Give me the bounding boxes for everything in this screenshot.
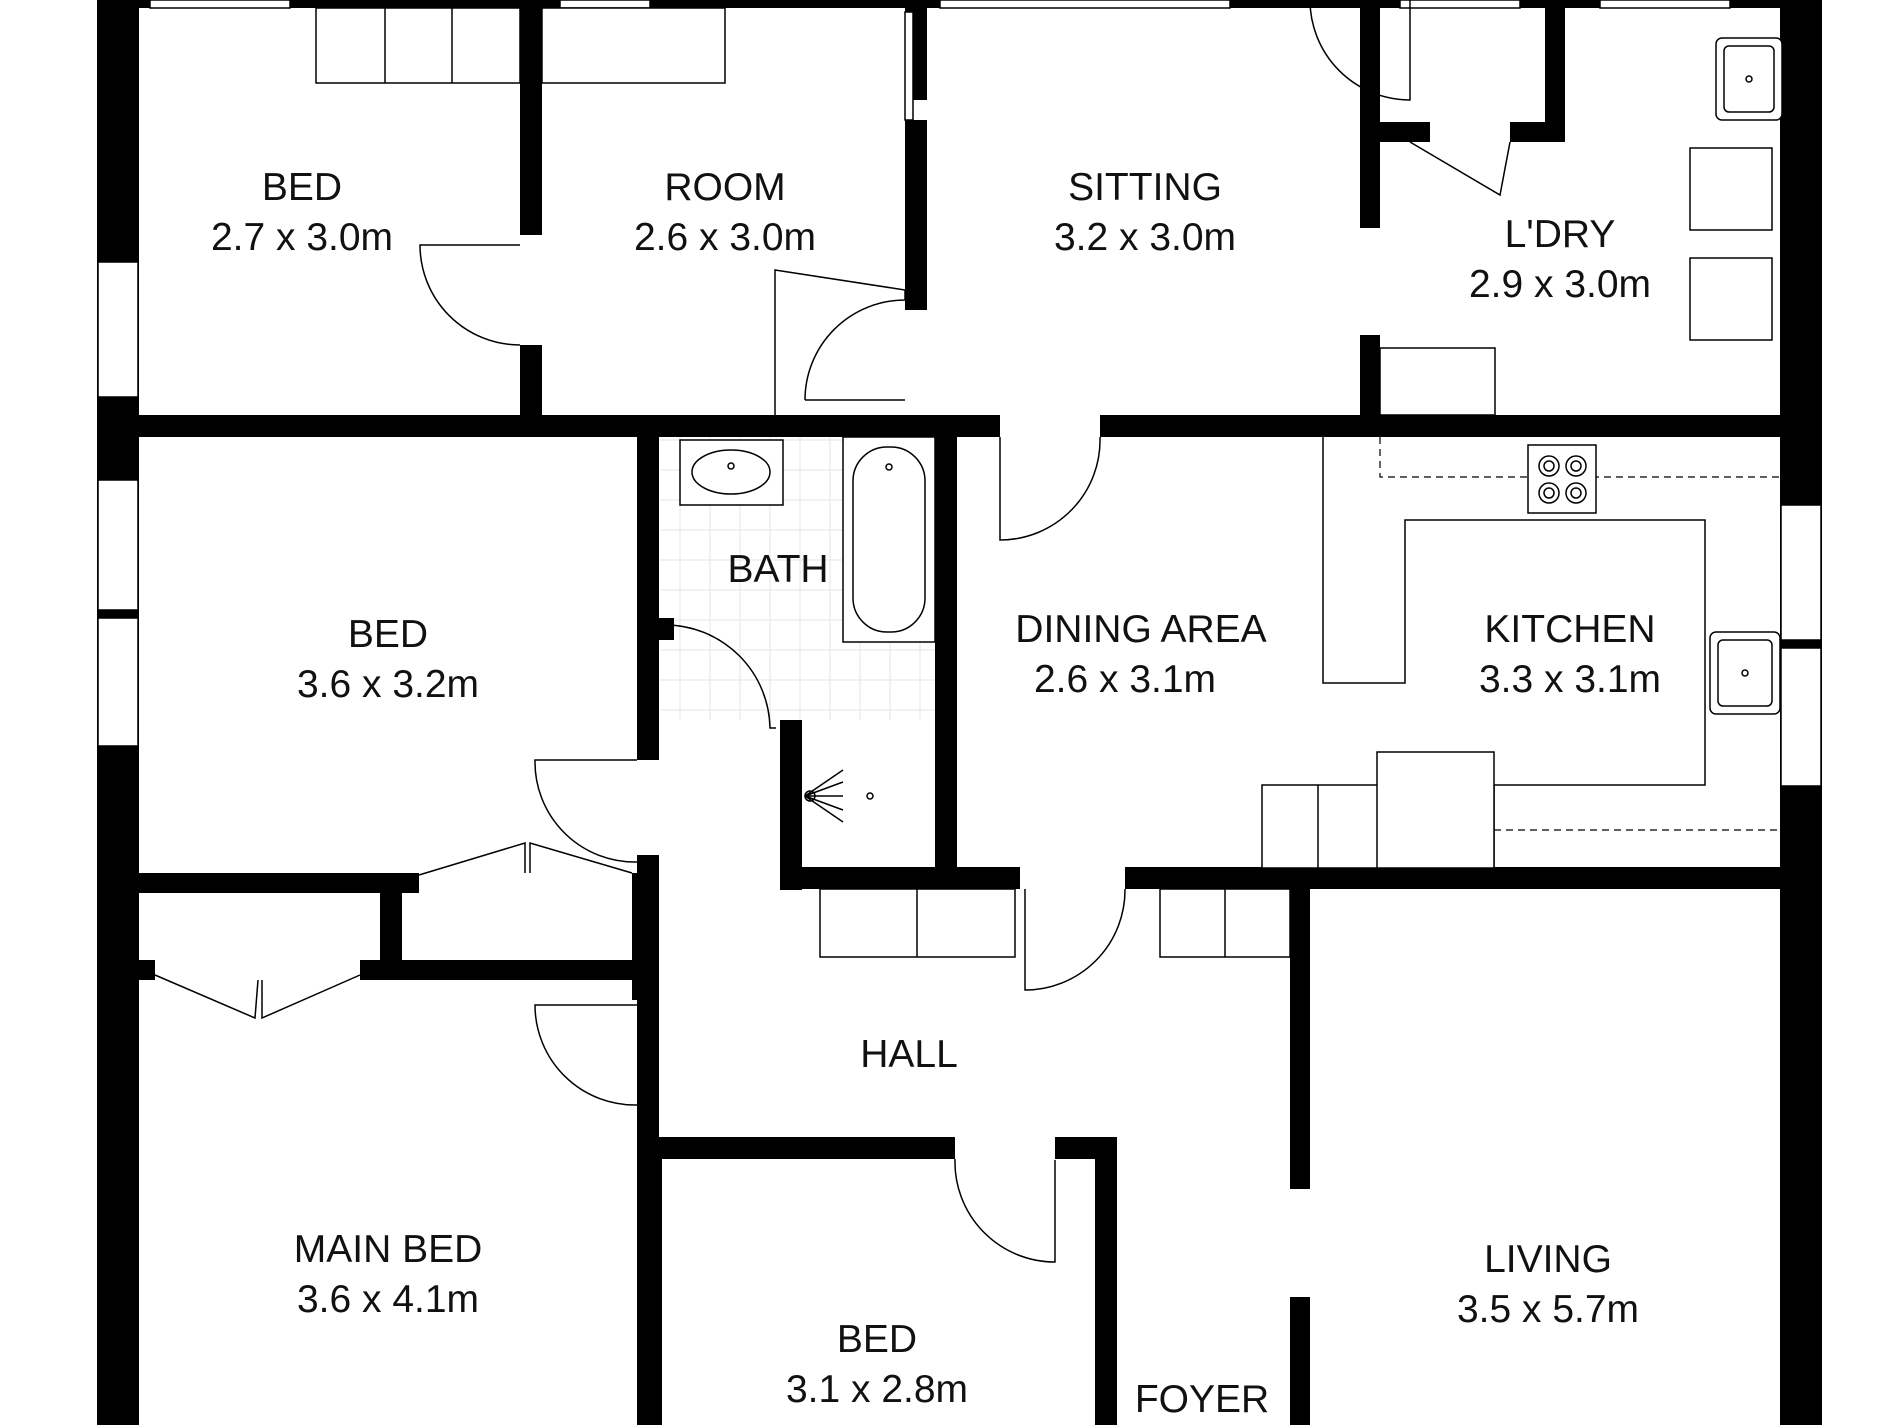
sink-icon xyxy=(679,439,784,506)
room-name-bath: BATH xyxy=(727,548,828,591)
sink-icon xyxy=(1715,37,1783,121)
door-swing-icon xyxy=(774,269,906,415)
door-swing-icon xyxy=(1309,0,1411,101)
windows xyxy=(97,0,1822,787)
room-dims-laundry: 2.9 x 3.0m xyxy=(1469,263,1651,306)
door-swing-icon xyxy=(954,1158,1056,1263)
room-name-dining: DINING AREA xyxy=(1015,608,1266,651)
room-dims-sitting: 3.2 x 3.0m xyxy=(1054,216,1236,259)
shower-icon xyxy=(804,769,874,823)
room-labels: BED 2.7 x 3.0m ROOM 2.6 x 3.0m SITTING 3… xyxy=(211,166,1661,1421)
door-swing-icon xyxy=(665,624,776,729)
room-dims-main-bed: 3.6 x 4.1m xyxy=(297,1278,479,1321)
cooktop-icon xyxy=(1527,444,1597,514)
closet-door xyxy=(418,841,633,876)
room-dims-dining: 2.6 x 3.1m xyxy=(1034,658,1216,701)
window-icon xyxy=(1780,647,1822,787)
window-icon xyxy=(904,11,914,121)
room-dims-bed-middle: 3.6 x 3.2m xyxy=(297,663,479,706)
closet-door xyxy=(154,974,361,1020)
room-name-foyer: FOYER xyxy=(1135,1378,1269,1421)
room-name-room-top: ROOM xyxy=(664,166,785,209)
window-icon xyxy=(1780,504,1822,641)
room-name-sitting: SITTING xyxy=(1068,166,1222,209)
room-dims-room-top: 2.6 x 3.0m xyxy=(634,216,816,259)
sink-icon xyxy=(1709,631,1781,715)
room-dims-bed-bottom: 3.1 x 2.8m xyxy=(786,1368,968,1411)
room-name-bed-middle: BED xyxy=(348,613,428,656)
door-swing-icon xyxy=(1409,141,1511,197)
window-icon xyxy=(97,479,139,611)
door-swing-icon xyxy=(419,244,521,346)
room-name-hall: HALL xyxy=(860,1033,958,1076)
room-name-bed-bottom: BED xyxy=(837,1318,917,1361)
room-dims-bed-top-left: 2.7 x 3.0m xyxy=(211,216,393,259)
door-swing-icon xyxy=(534,759,638,863)
room-name-living: LIVING xyxy=(1484,1238,1612,1281)
bathtub-icon xyxy=(842,436,936,643)
room-name-laundry: L'DRY xyxy=(1505,213,1616,256)
room-name-bed-top-left: BED xyxy=(262,166,342,209)
walls xyxy=(97,0,1822,1425)
room-dims-living: 3.5 x 5.7m xyxy=(1457,1288,1639,1331)
window-icon xyxy=(97,617,139,747)
door-swing-icon xyxy=(1024,888,1126,991)
fixtures xyxy=(315,7,1783,958)
room-name-main-bed: MAIN BED xyxy=(294,1228,483,1271)
doors xyxy=(154,0,1511,1263)
room-dims-kitchen: 3.3 x 3.1m xyxy=(1479,658,1661,701)
door-swing-icon xyxy=(534,1004,638,1106)
door-swing-icon xyxy=(999,436,1101,541)
room-name-kitchen: KITCHEN xyxy=(1484,608,1655,651)
window-icon xyxy=(97,261,139,398)
